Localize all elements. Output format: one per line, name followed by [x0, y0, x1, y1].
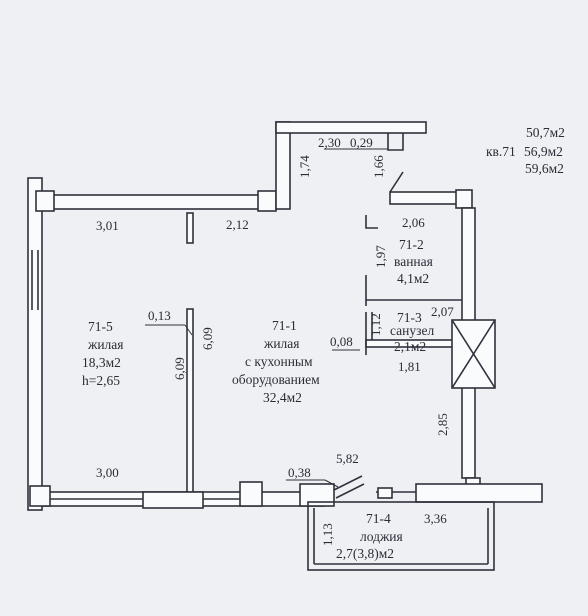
top-wall	[41, 194, 275, 210]
corridor-wall-top	[275, 121, 427, 134]
room-71-3-id: 71-3	[397, 310, 422, 325]
dim-bath-height: 1,97	[373, 245, 388, 268]
room-71-4-area: 2,7(3,8)м2	[336, 546, 394, 561]
room-71-5-id: 71-5	[88, 319, 113, 334]
dim-niche-depth: 1,66	[371, 155, 386, 178]
room-71-2-id: 71-2	[399, 237, 424, 252]
apartment-number: кв.71	[486, 144, 516, 159]
room-71-5-area: 18,3м2	[82, 355, 121, 370]
walls	[27, 121, 543, 571]
dimension-lines	[145, 148, 388, 488]
room-71-1-line3: оборудованием	[232, 372, 320, 387]
dim-loggia-width: 3,36	[424, 511, 447, 526]
room-71-4-id: 71-4	[366, 511, 391, 526]
left-wall	[27, 177, 43, 511]
area-total: 56,9м2	[524, 144, 563, 159]
room-71-1-line2: с кухонным	[245, 354, 313, 369]
corridor-wall-left	[275, 121, 291, 210]
dim-wc-width: 2,07	[431, 304, 454, 319]
dim-niche-small: 0,29	[350, 135, 373, 150]
dim-partition-height-b: 6,09	[200, 327, 215, 350]
room-71-1-line1: жилая	[263, 336, 300, 351]
room-71-4-name: лоджия	[360, 529, 403, 544]
loggia-outline	[307, 501, 495, 571]
dim-diag: 5,82	[336, 451, 359, 466]
room-71-3-name: санузел	[390, 323, 434, 338]
room-71-1-id: 71-1	[272, 318, 297, 333]
room-71-1-area: 32,4м2	[263, 390, 302, 405]
dim-below-wc: 1,81	[398, 359, 421, 374]
room-71-2-area: 4,1м2	[397, 271, 429, 286]
dim-corridor-top: 2,30	[318, 135, 341, 150]
dim-bottom-left: 3,00	[96, 465, 119, 480]
loggia-top-wall	[415, 483, 543, 503]
dim-top-left: 3,01	[96, 218, 119, 233]
room-71-3-area: 2,1м2	[394, 339, 426, 354]
room-71-5-name: жилая	[87, 337, 124, 352]
dim-partition-left: 0,13	[148, 308, 171, 323]
room-71-2-name: ванная	[394, 254, 433, 269]
dim-corridor-height: 1,74	[297, 155, 312, 178]
dim-bath-width: 2,06	[402, 215, 425, 230]
dim-wc-height: 1,12	[368, 313, 383, 336]
dim-balcony-offset: 0,38	[288, 465, 311, 480]
dim-partition-height-a: 6,09	[172, 357, 187, 380]
area-with-loggia: 59,6м2	[525, 161, 564, 176]
area-living: 50,7м2	[526, 125, 565, 140]
room-71-5-height: h=2,65	[82, 373, 120, 388]
dim-wc-offset: 0,08	[330, 334, 353, 349]
partition-wall	[186, 308, 194, 498]
dim-loggia-height: 1,13	[320, 523, 335, 546]
dim-right-wall: 2,85	[435, 413, 450, 436]
dim-top-mid: 2,12	[226, 217, 249, 232]
